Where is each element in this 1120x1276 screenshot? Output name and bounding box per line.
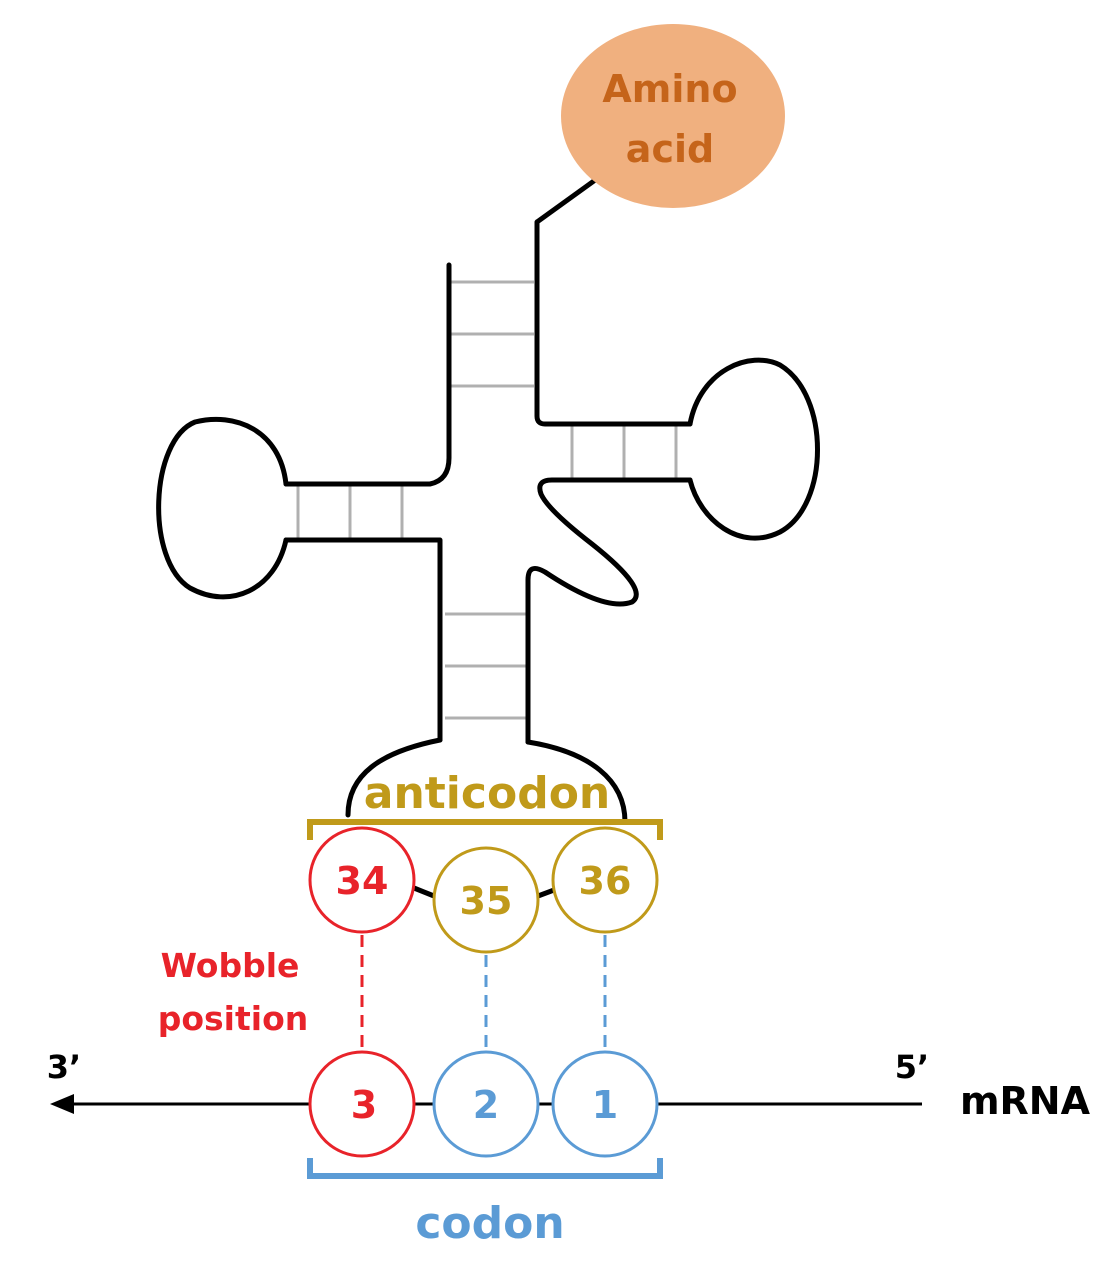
anticodon-link-34-35 bbox=[413, 885, 435, 899]
nucleotide-35-label: 35 bbox=[460, 879, 513, 923]
trna-backbone bbox=[156, 219, 820, 825]
codon-position-2 bbox=[432, 1050, 540, 1158]
nucleotide-35 bbox=[432, 846, 540, 954]
amino-acid-group: Amino acid bbox=[535, 24, 785, 225]
mrna-arrowhead bbox=[50, 1094, 74, 1114]
wobble-label-line2: position bbox=[158, 999, 309, 1038]
anticodon-stem-left-strand bbox=[283, 537, 443, 743]
nucleotide-36-label: 36 bbox=[579, 859, 632, 903]
codon-position-3 bbox=[308, 1050, 416, 1158]
codon-group: codon bbox=[307, 1158, 663, 1249]
amino-acid-bubble bbox=[561, 24, 785, 208]
acceptor-linker bbox=[535, 175, 600, 225]
anticodon-loop-right bbox=[525, 739, 628, 825]
acceptor-stem-left-strand bbox=[283, 262, 452, 487]
base-pair-rungs bbox=[296, 280, 678, 720]
mrna-strand: 3’ 5’ mRNA bbox=[47, 1048, 1091, 1123]
mrna-label: mRNA bbox=[960, 1079, 1091, 1123]
t-loop bbox=[687, 357, 820, 541]
mrna-5prime-label: 5’ bbox=[895, 1048, 929, 1086]
d-loop bbox=[156, 416, 289, 600]
anticodon-loop bbox=[345, 737, 443, 818]
pairing-lines bbox=[360, 935, 607, 1050]
variable-loop bbox=[525, 477, 693, 745]
codon-position-1 bbox=[551, 1050, 659, 1158]
codon-bracket bbox=[307, 1158, 663, 1179]
anticodon-nucleotides: 34 35 36 bbox=[308, 826, 659, 954]
anticodon-link-35-36 bbox=[537, 887, 555, 899]
codon-position-2-label: 2 bbox=[473, 1083, 499, 1127]
anticodon-bracket bbox=[307, 819, 663, 840]
wobble-label-line1: Wobble bbox=[161, 946, 300, 985]
amino-acid-label-line1: Amino bbox=[602, 67, 737, 111]
codon-position-3-label: 3 bbox=[351, 1083, 377, 1127]
anticodon-label: anticodon bbox=[364, 768, 611, 819]
acceptor-stem-right-strand bbox=[534, 219, 693, 427]
anticodon-group: anticodon bbox=[307, 768, 663, 840]
amino-acid-label-line2: acid bbox=[626, 127, 714, 171]
codon-position-1-label: 1 bbox=[592, 1083, 618, 1127]
nucleotide-34 bbox=[308, 826, 416, 934]
codon-label: codon bbox=[415, 1198, 564, 1249]
nucleotide-36 bbox=[551, 826, 659, 934]
codon-nucleotides: 3 2 1 bbox=[308, 1050, 659, 1158]
nucleotide-34-label: 34 bbox=[336, 859, 389, 903]
mrna-3prime-label: 3’ bbox=[47, 1048, 81, 1086]
